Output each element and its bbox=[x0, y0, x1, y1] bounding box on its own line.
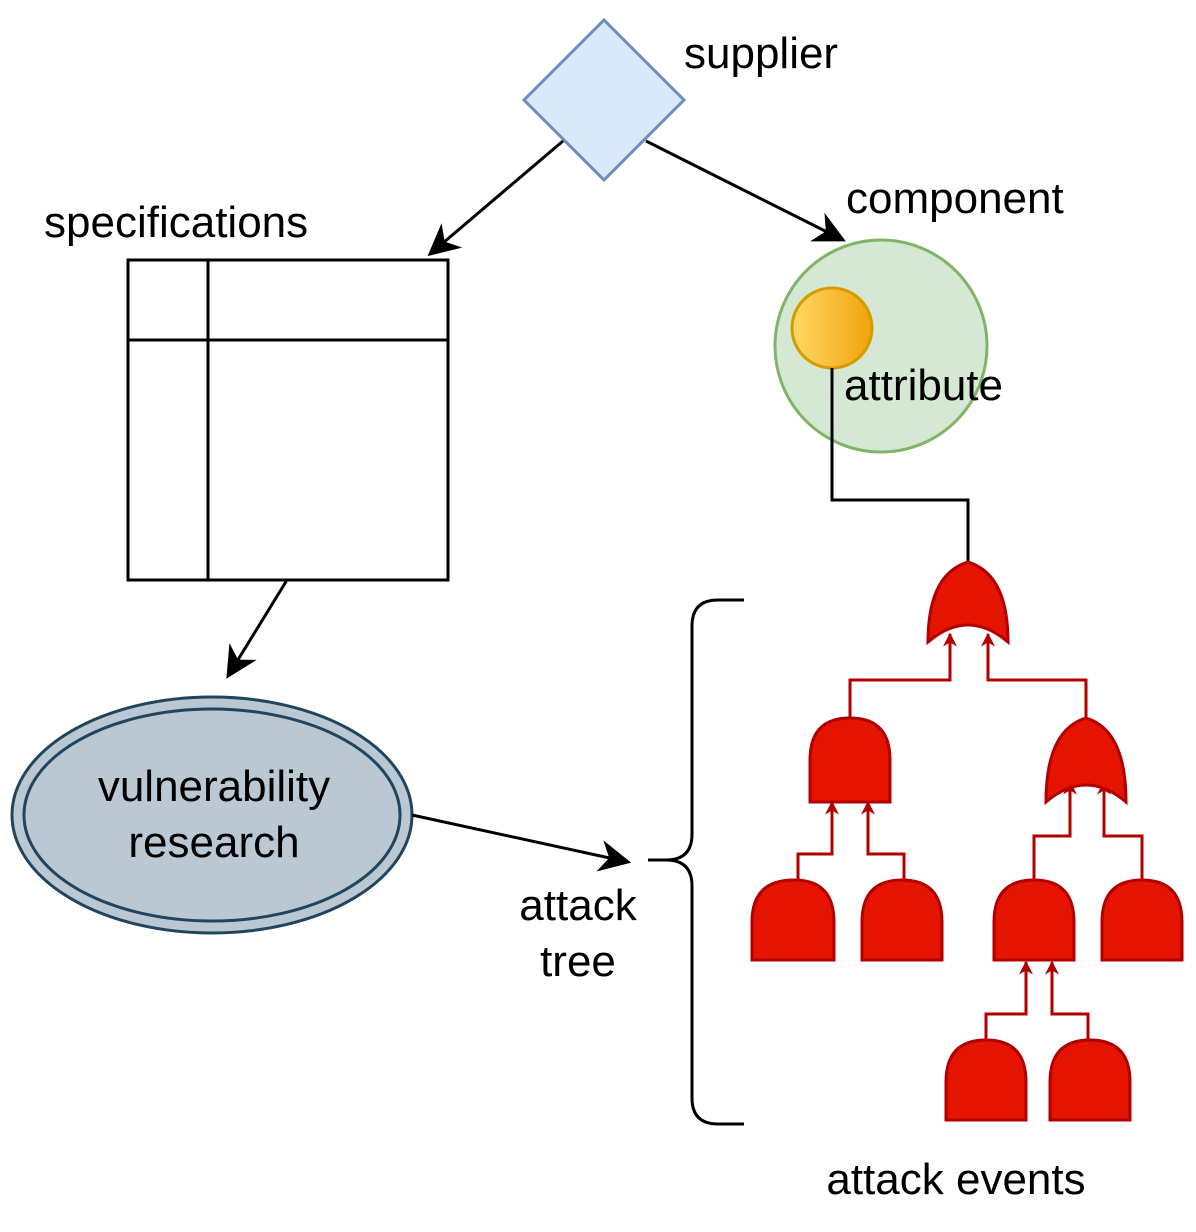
attack-tree-label-line2: tree bbox=[540, 937, 616, 986]
supplier-to-specifications-arrow bbox=[427, 139, 564, 257]
attack-event-5 bbox=[1048, 1038, 1132, 1122]
attribute-circle bbox=[790, 286, 874, 370]
vulnerability-label-line2: research bbox=[128, 818, 299, 867]
attack-tree-label-line1: attack bbox=[519, 881, 637, 930]
supplier-diamond bbox=[521, 17, 687, 183]
vulnerability-research-ellipse bbox=[10, 695, 414, 935]
attack-event-3 bbox=[1100, 878, 1184, 962]
specifications-label: specifications bbox=[44, 198, 308, 247]
supplier-to-component-arrow bbox=[645, 139, 846, 242]
top-or-gate bbox=[926, 560, 1010, 646]
attribute-label: attribute bbox=[844, 361, 1003, 410]
specifications-table bbox=[126, 258, 450, 582]
right-or-gate bbox=[1044, 716, 1128, 806]
attack-event-2 bbox=[860, 878, 944, 962]
attack-event-4 bbox=[944, 1038, 1028, 1122]
attribute-to-gate-connector bbox=[830, 368, 970, 562]
component-label: component bbox=[846, 174, 1064, 223]
left-and-gate bbox=[808, 716, 892, 804]
vulnerability-label-line1: vulnerability bbox=[98, 762, 330, 811]
attack-event-and-gate bbox=[992, 878, 1076, 962]
specifications-to-vulnerability-arrow bbox=[226, 579, 289, 679]
attack-event-1 bbox=[750, 878, 836, 962]
attack-tree-connectors bbox=[796, 632, 1144, 1040]
supplier-label: supplier bbox=[684, 29, 838, 78]
vulnerability-to-attack-tree-arrow bbox=[411, 813, 632, 872]
attack-events-label: attack events bbox=[826, 1155, 1085, 1204]
attack-tree-brace bbox=[648, 598, 744, 1126]
